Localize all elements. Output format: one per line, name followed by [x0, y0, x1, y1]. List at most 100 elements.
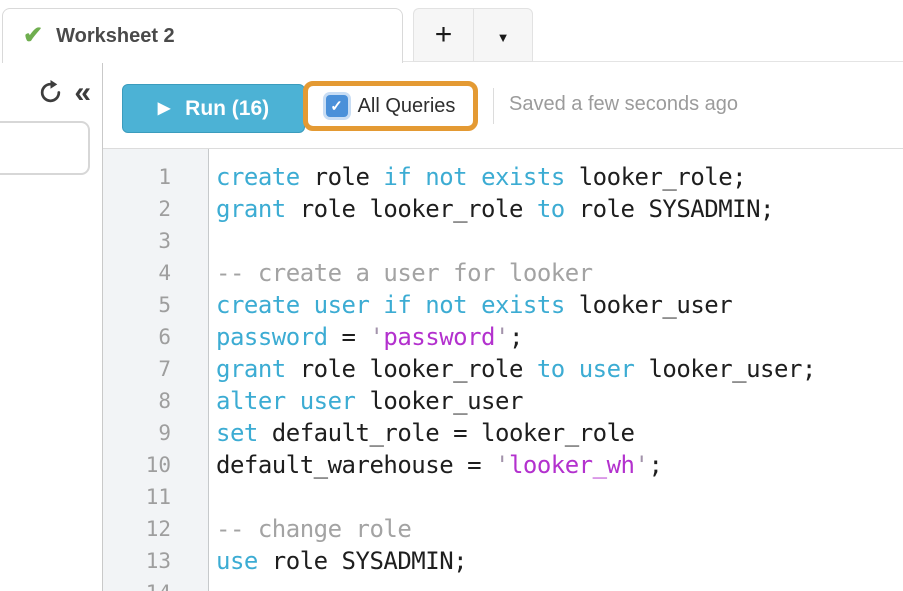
code-token: ;	[508, 323, 523, 351]
code-text: set default_role = looker_role	[210, 417, 635, 449]
code-line[interactable]: 4 -- create a user for looker	[103, 257, 903, 289]
code-token: user	[313, 291, 370, 319]
code-text: create role if not exists looker_role;	[210, 161, 747, 193]
toolbar-divider	[493, 88, 494, 124]
code-token: set	[216, 419, 258, 447]
line-number: 6	[158, 325, 171, 349]
line-number: 9	[158, 421, 171, 445]
code-token	[565, 355, 579, 383]
code-token	[369, 291, 383, 319]
collapse-panel-icon[interactable]: «	[74, 75, 91, 109]
code-token: role looker_role	[285, 195, 537, 223]
play-icon: ▶	[157, 99, 171, 117]
code-token: password	[383, 323, 495, 351]
code-token: grant	[216, 355, 286, 383]
save-status-text: Saved a few seconds ago	[509, 93, 739, 115]
code-token: password	[216, 323, 328, 351]
panel-search-input[interactable]	[0, 121, 90, 175]
code-token: looker_user	[564, 291, 733, 319]
code-token: create	[216, 291, 300, 319]
line-number: 1	[158, 165, 171, 189]
code-token: role	[299, 163, 384, 191]
code-token: -- change role	[216, 515, 412, 543]
line-number: 4	[158, 261, 171, 285]
worksheet-menu-dropdown-button[interactable]: ▼	[473, 8, 533, 62]
code-token: looker_role;	[564, 163, 747, 191]
all-queries-highlight-annotation: ✓ All Queries	[303, 81, 478, 131]
code-line[interactable]: 10 default_warehouse = 'looker_wh';	[103, 449, 903, 481]
code-token: ;	[648, 451, 663, 479]
new-worksheet-button[interactable]: +	[413, 8, 473, 62]
code-line[interactable]: 11	[103, 481, 903, 513]
code-line[interactable]: 7 grant role looker_role to user looker_u…	[103, 353, 903, 385]
line-number: 3	[158, 229, 171, 253]
code-token: create	[216, 163, 300, 191]
object-browser-panel: «	[0, 62, 102, 591]
code-text: -- create a user for looker	[210, 257, 593, 289]
code-token: if	[383, 291, 412, 319]
code-token: looker_user;	[634, 355, 816, 383]
code-token	[411, 291, 425, 319]
panel-divider	[102, 62, 103, 591]
line-number: 10	[145, 453, 171, 477]
code-text	[210, 481, 216, 513]
code-token: grant	[216, 195, 286, 223]
code-token	[467, 163, 481, 191]
line-number: 7	[158, 357, 171, 381]
code-line[interactable]: 8 alter user looker_user	[103, 385, 903, 417]
code-token: looker_wh	[508, 451, 635, 479]
code-line[interactable]: 9 set default_role = looker_role	[103, 417, 903, 449]
code-text: alter user looker_user	[210, 385, 523, 417]
line-number: 5	[158, 293, 171, 317]
code-token: alter	[216, 387, 286, 415]
code-line[interactable]: 6 password = 'password';	[103, 321, 903, 353]
checkbox-check-icon: ✓	[330, 98, 343, 115]
code-token: default_warehouse =	[216, 451, 495, 479]
code-line[interactable]: 3	[103, 225, 903, 257]
all-queries-label[interactable]: All Queries	[357, 94, 456, 117]
code-token: user	[299, 387, 356, 415]
code-text: grant role looker_role to role SYSADMIN;	[210, 193, 775, 225]
code-line[interactable]: 13 use role SYSADMIN;	[103, 545, 903, 577]
code-line[interactable]: 5 create user if not exists looker_user	[103, 289, 903, 321]
code-text: use role SYSADMIN;	[210, 545, 468, 577]
tab-controls: + ▼	[413, 8, 533, 62]
line-number: 11	[145, 485, 171, 509]
refresh-icon[interactable]	[38, 80, 63, 105]
run-button[interactable]: ▶ Run (16)	[122, 84, 305, 133]
code-token: '	[369, 323, 384, 351]
code-lines-container: 1 create role if not exists looker_role;2…	[103, 161, 903, 591]
code-token: -- create a user for looker	[216, 259, 593, 287]
code-token: default_role = looker_role	[257, 419, 635, 447]
code-token: looker_user	[355, 387, 523, 415]
code-token: not	[425, 291, 468, 319]
code-line[interactable]: 12-- change role	[103, 513, 903, 545]
tab-strip-bottom-border	[403, 61, 903, 62]
code-token: if	[383, 163, 412, 191]
code-token: '	[634, 451, 649, 479]
code-line[interactable]: 1 create role if not exists looker_role;	[103, 161, 903, 193]
code-token: to	[536, 355, 565, 383]
code-token: role SYSADMIN;	[564, 195, 775, 223]
all-queries-checkbox[interactable]: ✓	[325, 95, 348, 117]
code-text: password = 'password';	[210, 321, 523, 353]
line-number: 14	[103, 577, 210, 591]
code-token	[300, 291, 314, 319]
code-token	[286, 387, 300, 415]
run-button-label: Run (16)	[185, 96, 270, 120]
sql-editor[interactable]: 1 create role if not exists looker_role;2…	[103, 149, 903, 591]
code-token: '	[494, 451, 509, 479]
code-token: =	[327, 323, 370, 351]
code-token	[411, 163, 425, 191]
code-text: grant role looker_role to user looker_us…	[210, 353, 816, 385]
line-number: 8	[158, 389, 171, 413]
worksheet-toolbar: ▶ Run (16) ✓ All Queries Saved a few sec…	[103, 62, 903, 148]
code-token: exists	[481, 291, 565, 319]
code-token: to	[536, 195, 565, 223]
tab-worksheet-2[interactable]: ✔ Worksheet 2	[2, 8, 403, 63]
code-token: user	[578, 355, 635, 383]
line-number: 13	[145, 549, 171, 573]
tab-title: Worksheet 2	[56, 24, 175, 47]
code-line[interactable]: 14	[103, 577, 903, 591]
